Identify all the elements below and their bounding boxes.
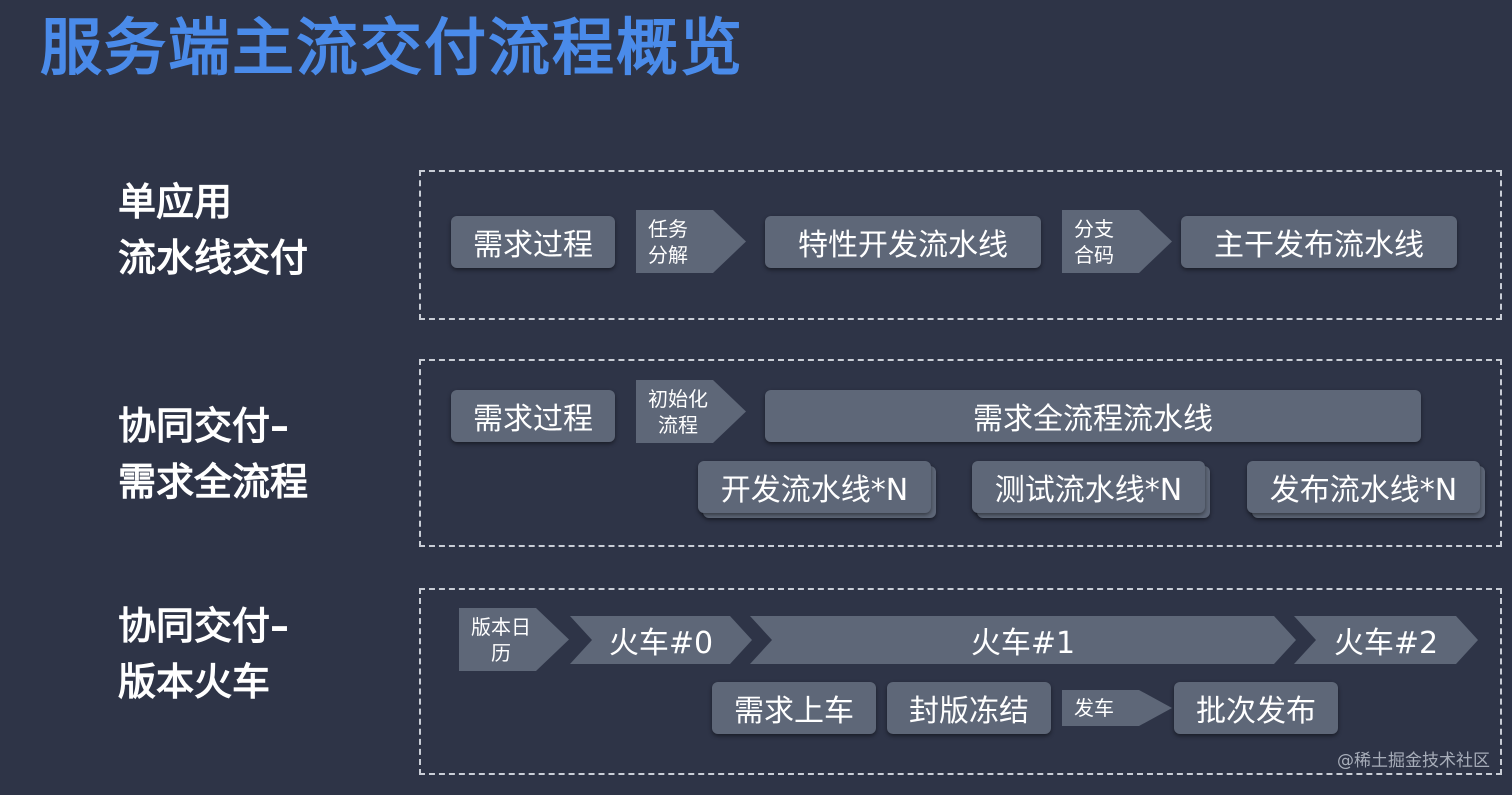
arrow-text: 合码 <box>1074 242 1114 267</box>
row-frame-single-app <box>419 170 1502 320</box>
full-flow-pipeline-bar[interactable]: 需求全流程流水线 <box>765 390 1421 442</box>
row-label-full-flow: 协同交付– 需求全流程 <box>118 398 308 510</box>
row-frame-release-train <box>419 588 1502 775</box>
row-label-line: 协同交付– <box>118 404 290 448</box>
arrow-text: 历 <box>491 640 511 665</box>
row-label-single-app: 单应用 流水线交付 <box>118 174 308 286</box>
row-label-line: 流水线交付 <box>118 236 309 280</box>
row-label-line: 单应用 <box>118 180 233 224</box>
arrow-text: 任务 <box>648 216 688 241</box>
row-label-line: 版本火车 <box>118 660 271 704</box>
code-freeze-box[interactable]: 封版冻结 <box>887 682 1051 734</box>
trunk-release-pipeline-box[interactable]: 主干发布流水线 <box>1181 216 1457 268</box>
train-1-chevron[interactable]: 火车#1 <box>750 616 1296 664</box>
watermark: @稀土掘金技术社区 <box>1337 751 1490 771</box>
requirement-process-box[interactable]: 需求过程 <box>451 216 615 268</box>
arrow-text: 流程 <box>658 412 698 437</box>
arrow-text: 初始化 <box>648 386 708 411</box>
train-0-chevron[interactable]: 火车#0 <box>570 616 752 664</box>
arrow-text: 发车 <box>1074 696 1114 720</box>
batch-release-box[interactable]: 批次发布 <box>1174 682 1338 734</box>
dev-pipeline-box[interactable]: 开发流水线*N <box>698 461 931 513</box>
page-title: 服务端主流交付流程概览 <box>40 11 745 84</box>
row-frame-full-flow <box>419 359 1502 547</box>
row-label-line: 需求全流程 <box>118 460 309 504</box>
row-label-release-train: 协同交付– 版本火车 <box>118 598 289 710</box>
arrow-text: 版本日 <box>471 614 531 639</box>
requirement-boarding-box[interactable]: 需求上车 <box>712 682 876 734</box>
row-label-line: 协同交付– <box>118 604 290 648</box>
train-2-chevron[interactable]: 火车#2 <box>1294 616 1478 664</box>
feature-dev-pipeline-box[interactable]: 特性开发流水线 <box>765 216 1041 268</box>
arrow-text: 分支 <box>1074 216 1114 241</box>
test-pipeline-box[interactable]: 测试流水线*N <box>972 461 1205 513</box>
release-pipeline-box[interactable]: 发布流水线*N <box>1247 461 1480 513</box>
requirement-process-box[interactable]: 需求过程 <box>451 390 615 442</box>
arrow-text: 分解 <box>648 242 688 267</box>
